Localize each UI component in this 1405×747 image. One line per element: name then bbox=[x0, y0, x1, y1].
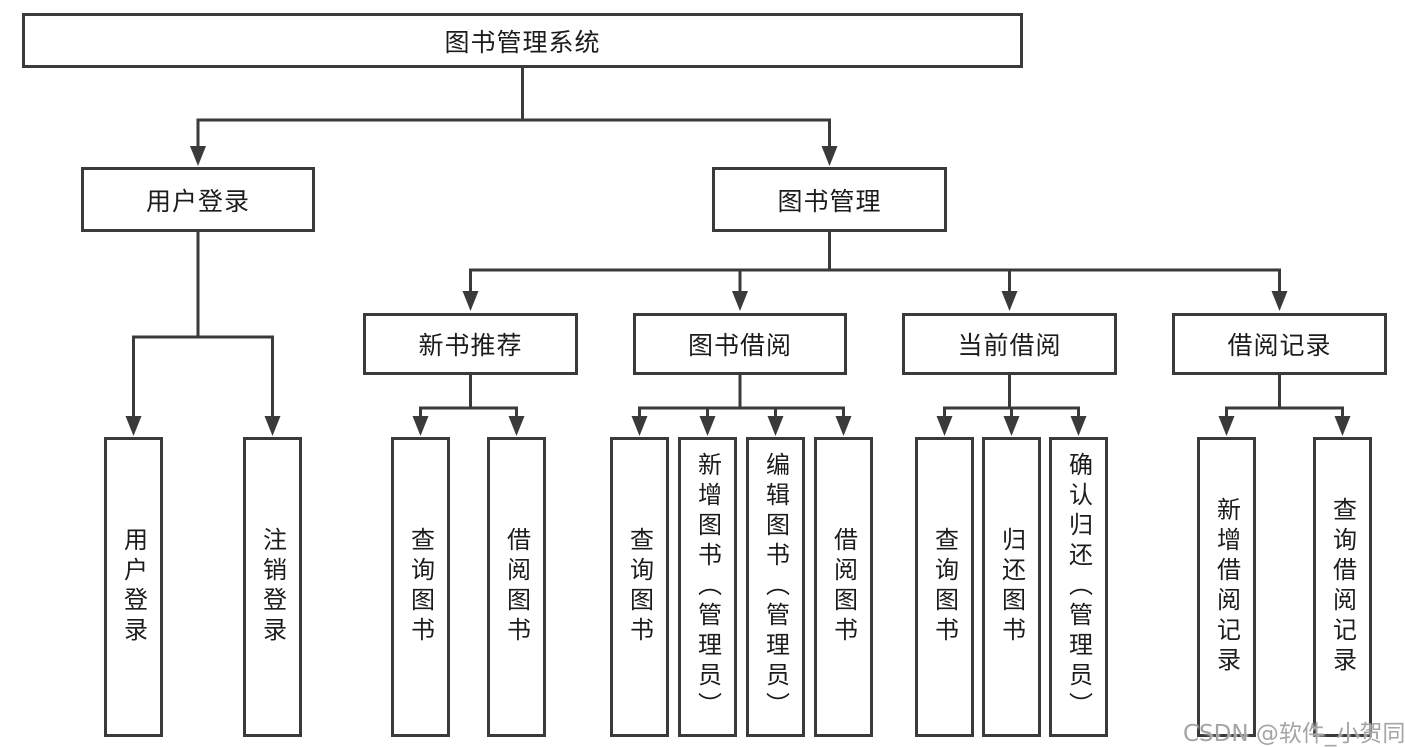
leaf-br-add-borrow-record: 新增借阅记录 bbox=[1197, 437, 1256, 737]
node-label: 新增借阅记录 bbox=[1212, 497, 1241, 677]
arrowheads bbox=[125, 146, 1351, 436]
node-book-management-system: 图书管理系统 bbox=[22, 13, 1023, 68]
leaf-bb-edit-books-admin: 编辑图书（管理员） bbox=[746, 437, 805, 737]
node-user-login: 用户登录 bbox=[81, 167, 315, 232]
leaf-cb-query-books: 查询图书 bbox=[915, 437, 974, 737]
node-borrow-records: 借阅记录 bbox=[1172, 313, 1387, 375]
node-label: 借阅图书 bbox=[829, 527, 858, 647]
leaf-cb-return-books: 归还图书 bbox=[982, 437, 1041, 737]
leaf-nb-query-books: 查询图书 bbox=[391, 437, 450, 737]
node-book-borrow: 图书借阅 bbox=[633, 313, 847, 375]
node-label: 图书管理 bbox=[777, 186, 882, 216]
node-label: 用户登录 bbox=[119, 527, 148, 647]
leaf-user-login: 用户登录 bbox=[104, 437, 163, 737]
leaf-nb-borrow-books: 借阅图书 bbox=[487, 437, 546, 737]
node-label: 新书推荐 bbox=[418, 331, 523, 360]
node-label: 图书管理系统 bbox=[444, 27, 601, 57]
leaf-bb-borrow-books: 借阅图书 bbox=[814, 437, 873, 737]
node-label: 查询图书 bbox=[930, 527, 959, 647]
node-label: 新增图书（管理员） bbox=[693, 452, 722, 722]
leaf-bb-query-books: 查询图书 bbox=[610, 437, 669, 737]
node-label: 图书借阅 bbox=[687, 331, 792, 360]
leaf-logout: 注销登录 bbox=[243, 437, 302, 737]
node-label: 用户登录 bbox=[145, 186, 250, 216]
node-label: 注销登录 bbox=[258, 527, 287, 647]
node-book-management: 图书管理 bbox=[712, 167, 947, 232]
node-label: 查询图书 bbox=[625, 527, 654, 647]
node-label: 借阅图书 bbox=[502, 527, 531, 647]
node-label: 确认归还（管理员） bbox=[1064, 452, 1093, 722]
node-label: 查询图书 bbox=[406, 527, 435, 647]
node-label: 当前借阅 bbox=[957, 331, 1062, 360]
csdn-watermark: CSDN @软件_小贺同学 bbox=[1183, 721, 1405, 747]
leaf-br-query-borrow-record: 查询借阅记录 bbox=[1313, 437, 1372, 737]
node-label: 归还图书 bbox=[997, 527, 1026, 647]
node-label: 查询借阅记录 bbox=[1328, 497, 1357, 677]
leaf-cb-confirm-return-admin: 确认归还（管理员） bbox=[1049, 437, 1108, 737]
leaf-bb-add-books-admin: 新增图书（管理员） bbox=[678, 437, 737, 737]
node-label: 借阅记录 bbox=[1227, 331, 1332, 360]
node-current-borrow: 当前借阅 bbox=[902, 313, 1117, 375]
node-new-book-recommend: 新书推荐 bbox=[363, 313, 578, 375]
node-label: 编辑图书（管理员） bbox=[761, 452, 790, 722]
